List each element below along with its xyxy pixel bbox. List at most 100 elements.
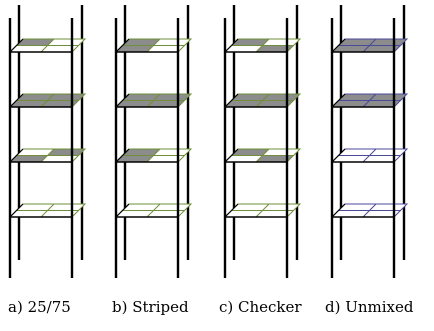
- shelf-cell-empty: [41, 210, 79, 217]
- shelf-cell-empty: [363, 155, 401, 162]
- shelf-cell-empty: [262, 149, 300, 156]
- shelf-cell-filled: [16, 94, 54, 101]
- shelf-cell-filled: [116, 45, 154, 52]
- shelf-cell-filled: [47, 94, 85, 101]
- shelf-floor: [8, 148, 87, 163]
- shelf-cell-filled: [256, 155, 294, 162]
- shelf-cell-filled: [116, 100, 154, 107]
- caption-row: a) 25/75 b) Striped c) Checker d) Unmixe…: [0, 298, 434, 328]
- shelf-cell-filled: [332, 45, 370, 52]
- shelf-cell-empty: [10, 45, 48, 52]
- shelf-side-edge: [224, 148, 239, 163]
- shelf-cell-filled: [338, 94, 376, 101]
- shelf-floor: [330, 38, 409, 53]
- shelf-cell-filled: [338, 39, 376, 46]
- shelf-floor: [114, 148, 193, 163]
- shelf-floor: [114, 38, 193, 53]
- shelf-side-edge: [224, 38, 239, 53]
- shelf-cell-empty: [41, 155, 79, 162]
- shelf-cell-empty: [332, 210, 370, 217]
- shelf-cell-filled: [256, 45, 294, 52]
- shelf-cell-empty: [153, 149, 191, 156]
- shelf-floor: [114, 93, 193, 108]
- shelf-cell-filled: [363, 45, 401, 52]
- shelf-cell-empty: [147, 210, 185, 217]
- shelf-cell-filled: [116, 155, 154, 162]
- panel-d: [330, 5, 409, 278]
- shelf-cell-empty: [153, 39, 191, 46]
- shelf-cell-filled: [41, 100, 79, 107]
- shelf-floor: [330, 203, 409, 218]
- shelf-side-edge: [115, 38, 130, 53]
- shelf-cell-empty: [41, 45, 79, 52]
- shelf-cell-filled: [231, 94, 269, 101]
- panel-a: [8, 5, 87, 278]
- shelf-cell-empty: [16, 204, 54, 211]
- shelf-side-edge: [224, 93, 239, 108]
- shelf-cell-empty: [363, 210, 401, 217]
- shelf-cell-filled: [225, 100, 263, 107]
- shelf-cell-empty: [369, 149, 407, 156]
- caption-d: d) Unmixed: [325, 298, 414, 316]
- shelf-side-edge: [115, 93, 130, 108]
- shelf-floor: [223, 38, 302, 53]
- shelf-cell-empty: [122, 204, 160, 211]
- shelf-floor: [223, 203, 302, 218]
- shelf-cell-empty: [262, 204, 300, 211]
- shelf-cell-empty: [225, 45, 263, 52]
- shelf-side-edge: [115, 148, 130, 163]
- shelf-cell-empty: [10, 210, 48, 217]
- shelf-side-edge: [9, 38, 24, 53]
- shelf-cell-filled: [363, 100, 401, 107]
- shelf-cell-empty: [153, 204, 191, 211]
- shelf-side-edge: [331, 148, 346, 163]
- shelf-floor: [330, 148, 409, 163]
- shelf-cell-empty: [231, 204, 269, 211]
- shelf-cell-filled: [231, 39, 269, 46]
- shelf-cell-empty: [338, 149, 376, 156]
- shelf-cell-filled: [10, 155, 48, 162]
- shelf-floor: [8, 203, 87, 218]
- panel-c: [223, 5, 302, 278]
- shelf-floor: [114, 203, 193, 218]
- shelf-cell-empty: [225, 210, 263, 217]
- shelf-cell-empty: [47, 204, 85, 211]
- shelf-cell-empty: [147, 155, 185, 162]
- shelf-cell-filled: [47, 149, 85, 156]
- shelf-cell-filled: [369, 94, 407, 101]
- shelf-cell-empty: [262, 39, 300, 46]
- panel-b: [114, 5, 193, 278]
- shelf-cell-empty: [116, 210, 154, 217]
- shelf-cell-filled: [231, 149, 269, 156]
- shelf-floor: [223, 93, 302, 108]
- shelf-floor: [8, 38, 87, 53]
- shelf-cell-empty: [256, 210, 294, 217]
- shelf-floor: [223, 148, 302, 163]
- shelf-cell-empty: [369, 204, 407, 211]
- shelf-cell-filled: [10, 100, 48, 107]
- shelf-cell-empty: [47, 39, 85, 46]
- shelf-side-edge: [9, 148, 24, 163]
- shelf-cell-filled: [153, 94, 191, 101]
- shelf-side-edge: [9, 203, 24, 218]
- caption-b: b) Striped: [112, 298, 189, 316]
- shelf-cell-empty: [225, 155, 263, 162]
- shelf-cell-filled: [122, 94, 160, 101]
- shelf-cell-filled: [122, 149, 160, 156]
- shelf-side-edge: [224, 203, 239, 218]
- shelf-cell-filled: [256, 100, 294, 107]
- shelf-side-edge: [331, 38, 346, 53]
- shelf-cell-filled: [147, 100, 185, 107]
- shelf-side-edge: [115, 203, 130, 218]
- shelf-cell-filled: [369, 39, 407, 46]
- shelf-cell-filled: [262, 94, 300, 101]
- shelf-cell-empty: [332, 155, 370, 162]
- caption-c: c) Checker: [219, 298, 302, 316]
- shelf-floor: [330, 93, 409, 108]
- shelf-side-edge: [331, 203, 346, 218]
- shelf-cell-filled: [122, 39, 160, 46]
- shelf-cell-filled: [332, 100, 370, 107]
- caption-a: a) 25/75: [8, 298, 71, 316]
- shelf-cell-empty: [16, 149, 54, 156]
- shelf-cell-empty: [147, 45, 185, 52]
